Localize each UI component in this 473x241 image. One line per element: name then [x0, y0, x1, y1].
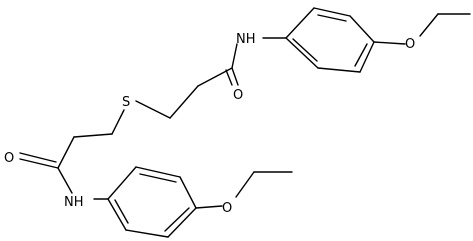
bond-s-c4	[111, 109, 125, 135]
bond-c3-o-double-a	[231, 67, 239, 86]
bond-c6-o-double-b	[19, 152, 57, 163]
bond-s-c1	[135, 100, 171, 119]
bond-c6-o-double-a	[19, 158, 59, 169]
ether-oxygen-top: O	[405, 37, 415, 52]
bottom-chain-bonds	[19, 109, 125, 200]
top-ethoxy	[373, 13, 471, 45]
bond-c4-c5	[73, 133, 113, 138]
amide-nh-top: NH	[236, 32, 256, 47]
bond-c5-c6	[57, 136, 75, 169]
bond-c3-n	[231, 43, 238, 69]
ether-oxygen-bottom: O	[222, 201, 232, 216]
bottom-benzene-ring	[107, 166, 197, 238]
carbonyl-oxygen-top: O	[233, 88, 243, 103]
top-chain-bonds	[135, 37, 287, 119]
top-benzene-ring	[285, 7, 375, 73]
bond-c3-o-double-b	[225, 69, 233, 86]
bond-c1-c2	[169, 85, 199, 119]
bottom-ethoxy	[195, 171, 293, 209]
carbonyl-oxygen-bottom: O	[4, 151, 14, 166]
amide-nh-bottom: NH	[64, 195, 84, 210]
sulfur-atom: S	[122, 95, 130, 110]
bond-c6-n	[57, 167, 73, 194]
